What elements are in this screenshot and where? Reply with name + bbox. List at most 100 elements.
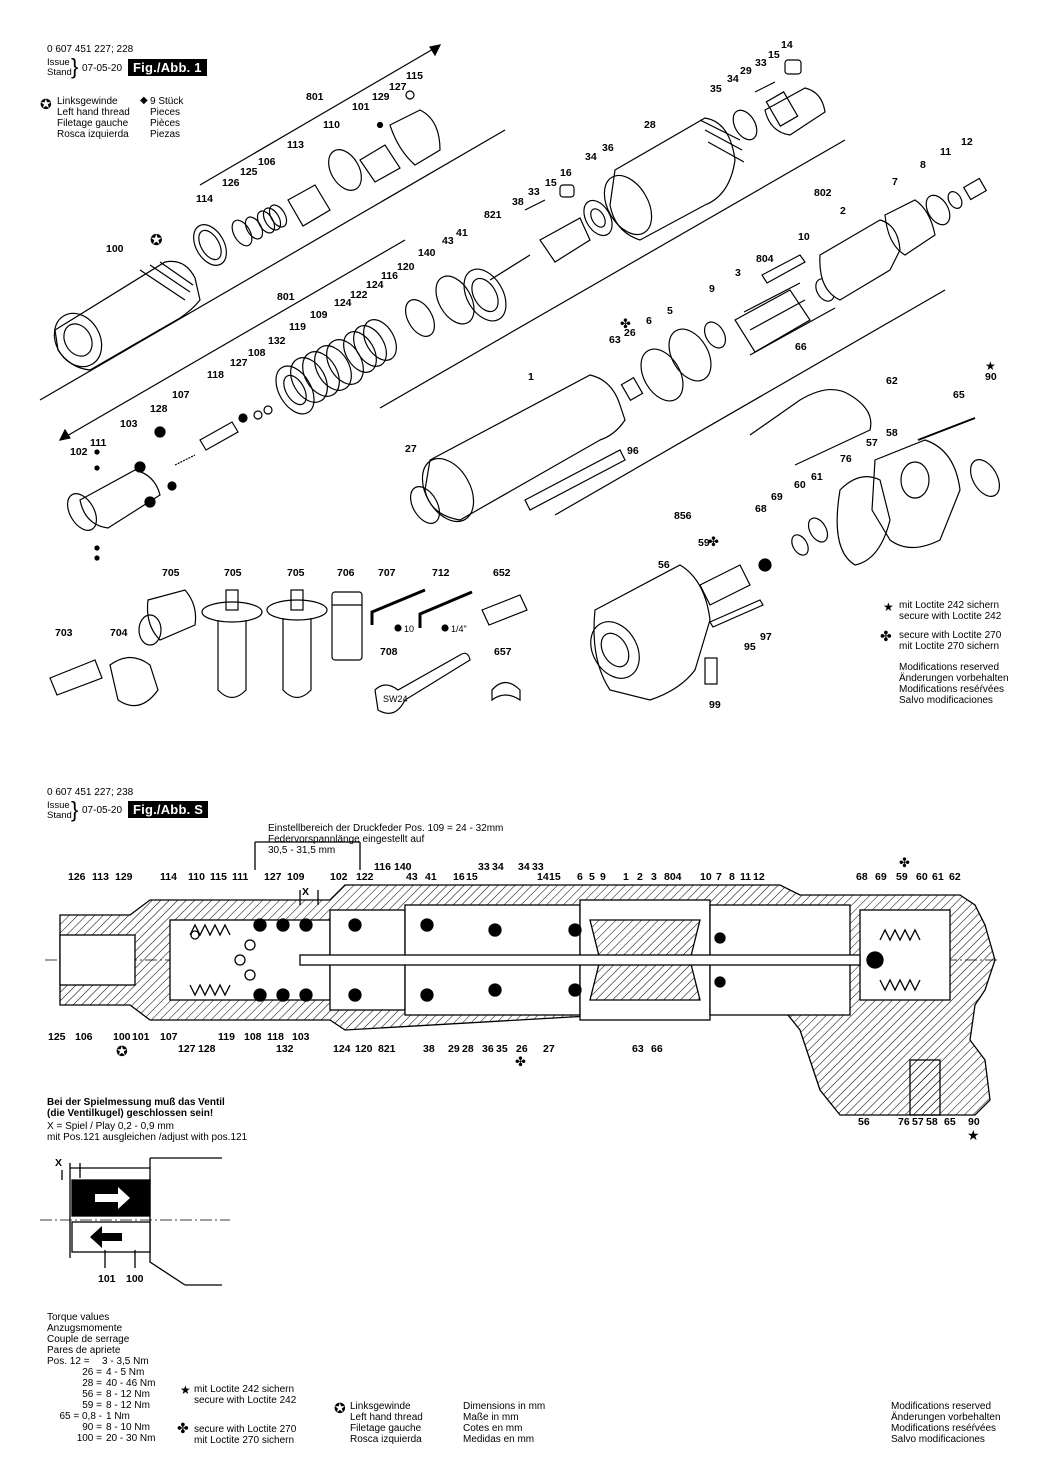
svg-text:61: 61: [932, 871, 944, 883]
svg-text:41: 41: [425, 871, 437, 883]
torque-row: 28 =40 - 46 Nm: [82, 1378, 156, 1389]
svg-text:58: 58: [926, 1116, 938, 1128]
svg-text:96: 96: [627, 445, 639, 457]
svg-text:102: 102: [330, 871, 348, 883]
arrow-head: [429, 44, 442, 57]
svg-text:33: 33: [478, 861, 490, 873]
svg-text:43: 43: [442, 235, 454, 247]
svg-text:29: 29: [740, 65, 752, 77]
fig1-modifications: Modifications reserved Änderungen vorbeh…: [899, 662, 1009, 706]
svg-text:652: 652: [493, 567, 511, 579]
svg-text:★: ★: [967, 1127, 980, 1143]
figS-tag: Fig./Abb. S: [128, 801, 209, 818]
o-ring-110: [328, 149, 362, 191]
svg-text:56: 56: [658, 559, 670, 571]
svg-text:28: 28: [462, 1043, 474, 1055]
svg-text:119: 119: [218, 1031, 235, 1043]
svg-text:118: 118: [267, 1031, 284, 1043]
housing-section: [59, 884, 996, 1116]
svg-text:132: 132: [276, 1043, 294, 1055]
clamp-704: [109, 656, 159, 707]
svg-text:3: 3: [651, 871, 657, 883]
svg-text:115: 115: [406, 70, 423, 82]
clover-icon: ✤: [880, 628, 892, 644]
fitting-703: [49, 659, 103, 696]
accessory-705a: [138, 589, 197, 646]
svg-text:43: 43: [406, 871, 418, 883]
svg-text:69: 69: [771, 491, 783, 503]
svg-text:7: 7: [892, 176, 898, 188]
svg-text:34: 34: [518, 861, 530, 873]
svg-text:708: 708: [380, 646, 398, 658]
svg-text:129: 129: [115, 871, 133, 883]
svg-text:106: 106: [75, 1031, 93, 1043]
svg-text:126: 126: [222, 177, 240, 189]
svg-text:✤: ✤: [620, 316, 631, 331]
svg-text:10: 10: [798, 231, 810, 243]
svg-text:✤: ✤: [899, 855, 910, 870]
svg-text:34: 34: [727, 73, 739, 85]
svg-text:68: 68: [856, 871, 868, 883]
svg-text:15: 15: [768, 49, 780, 61]
star-icon: ★: [180, 1383, 191, 1397]
fig1-issue-label: Issue: [47, 57, 70, 68]
svg-text:113: 113: [287, 139, 304, 151]
svg-text:120: 120: [397, 261, 415, 273]
back-cover-58: [871, 439, 961, 549]
hex-key-712: [418, 590, 473, 628]
svg-text:15: 15: [466, 871, 478, 883]
svg-text:114: 114: [196, 193, 213, 205]
torque-row: 56 =8 - 12 Nm: [82, 1389, 150, 1400]
handle-housing-56: [590, 564, 711, 701]
star-icon: ★: [883, 600, 894, 614]
svg-text:65: 65: [953, 389, 965, 401]
svg-text:15: 15: [545, 177, 557, 189]
svg-text:95: 95: [744, 641, 756, 653]
svg-text:15: 15: [549, 871, 561, 883]
svg-text:69: 69: [875, 871, 887, 883]
svg-text:X: X: [302, 886, 309, 898]
figS-issue-label: Issue: [47, 800, 70, 811]
svg-text:61: 61: [811, 471, 823, 483]
svg-text:122: 122: [350, 289, 368, 301]
hex-key-707: [370, 588, 426, 625]
handle-705b: [201, 589, 263, 699]
svg-text:116: 116: [381, 270, 398, 282]
end-plate-7: [884, 199, 936, 256]
svg-text:101: 101: [352, 101, 370, 113]
svg-text:27: 27: [405, 443, 417, 455]
figS-date: 07-05-20: [82, 805, 123, 816]
svg-text:SW24: SW24: [383, 694, 408, 704]
svg-text:125: 125: [240, 166, 258, 178]
figS-stand-label: Stand: [47, 810, 72, 821]
svg-text:90: 90: [968, 1116, 980, 1128]
svg-text:140: 140: [418, 247, 436, 259]
svg-text:109: 109: [287, 871, 305, 883]
svg-text:33: 33: [528, 186, 540, 198]
svg-text:9: 9: [709, 283, 715, 295]
svg-text:804: 804: [664, 871, 682, 883]
footer-modifications: Modifications reserved Änderungen vorbeh…: [891, 1401, 1001, 1445]
svg-text:120: 120: [355, 1043, 373, 1055]
svg-text:124: 124: [333, 1043, 351, 1055]
footer-dimensions: Dimensions in mm Maße in mm Cotes en mm …: [463, 1401, 546, 1445]
svg-text:111: 111: [90, 437, 107, 449]
svg-text:97: 97: [760, 631, 772, 643]
svg-text:✤: ✤: [708, 534, 719, 549]
fig1-code: 0 607 451 227; 228: [47, 44, 134, 55]
svg-text:8: 8: [920, 159, 926, 171]
diamond-icon: ◆: [140, 95, 148, 106]
svg-text:705: 705: [162, 567, 180, 579]
svg-text:704: 704: [110, 627, 128, 639]
svg-text:57: 57: [912, 1116, 924, 1128]
svg-text:128: 128: [150, 403, 168, 415]
footer-lh: Linksgewinde Left hand thread Filetage g…: [350, 1401, 423, 1445]
svg-text:16: 16: [560, 167, 572, 179]
cap-90: [969, 459, 1001, 497]
svg-text:100: 100: [106, 243, 124, 255]
wire-clip-62: [749, 389, 872, 466]
svg-text:102: 102: [70, 446, 88, 458]
svg-text:115: 115: [210, 871, 227, 883]
middle-arrow-line: [59, 239, 406, 441]
svg-text:26: 26: [624, 327, 636, 339]
